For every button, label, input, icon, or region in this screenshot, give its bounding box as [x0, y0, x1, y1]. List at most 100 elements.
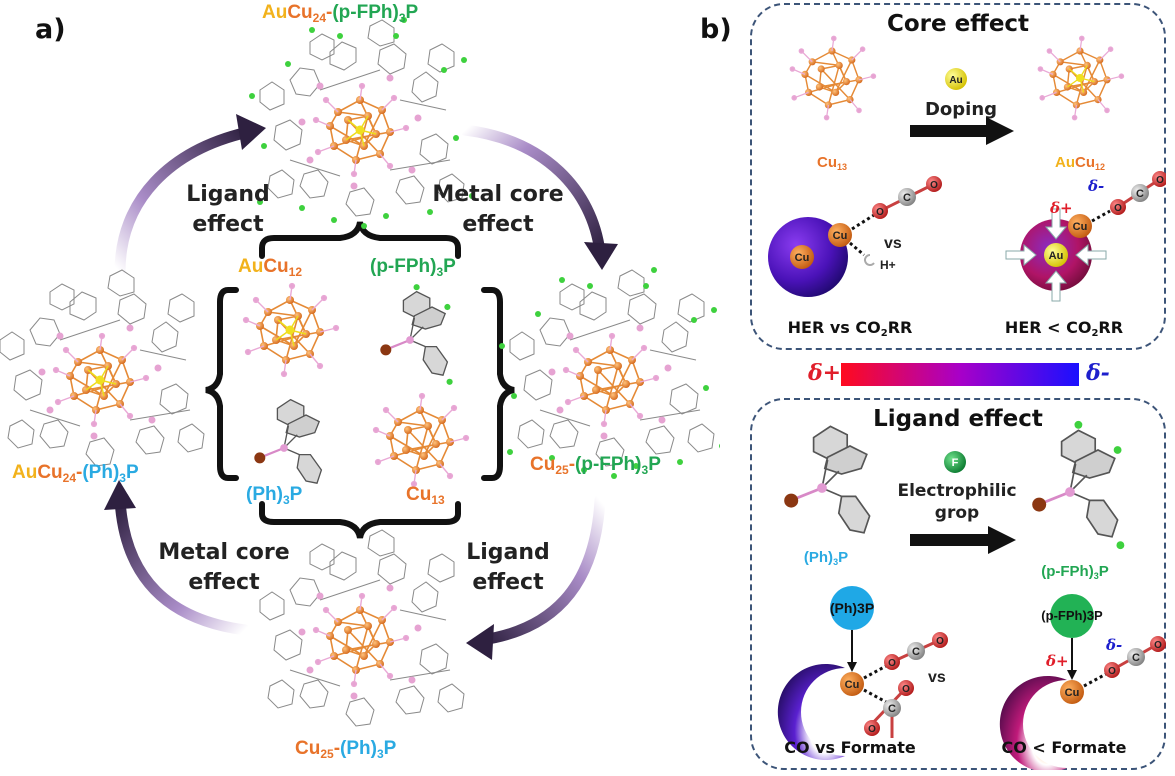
label-aucu24-ph3p: AuCu24-(Ph)3P	[12, 462, 139, 485]
svg-text:Cu: Cu	[1073, 221, 1088, 233]
pfph3p-label: (p-FPh)3P	[1041, 563, 1109, 581]
svg-text:Cu: Cu	[795, 252, 810, 264]
svg-text:O: O	[902, 684, 910, 695]
label-pfph3p-center: (p-FPh)3P	[370, 256, 456, 279]
svg-text:O: O	[936, 636, 944, 647]
vs-label-core: vs	[884, 235, 902, 252]
inner-cu-atom	[790, 245, 814, 269]
surface-cu-atom	[828, 223, 852, 247]
arrow-ligand-effect-top	[114, 126, 254, 278]
delta-plus-ligand: δ+	[1045, 652, 1069, 670]
arrow-head-bottom-left	[104, 480, 136, 510]
electrophilic-arrow	[910, 526, 1016, 554]
aucu12-label: AuCu12	[1055, 154, 1105, 172]
component-cu13	[372, 392, 470, 488]
crescent-right	[999, 676, 1067, 770]
cu-atom-left	[840, 672, 864, 696]
surface-cu-atom-right	[1068, 214, 1092, 238]
component-ph3p	[253, 398, 323, 485]
svg-text:Cu: Cu	[1065, 687, 1080, 699]
svg-text:O: O	[876, 207, 884, 218]
svg-text:C: C	[1132, 652, 1140, 664]
panel-b-label: b)	[700, 14, 732, 45]
svg-text:O: O	[1154, 640, 1162, 651]
svg-text:O: O	[1156, 175, 1164, 186]
arrow-head-bottom-right	[466, 624, 494, 660]
label-ph3p-center: (Ph)3P	[246, 484, 303, 507]
label-cu25-pfph3p: Cu25-(p-FPh)3P	[530, 454, 661, 477]
charge-scale-delta-minus: δ-	[1086, 360, 1110, 386]
ph3p-label: (Ph)3P	[804, 549, 848, 567]
electrophilic-label-1: Electrophilic	[897, 481, 1016, 501]
component-pfph3p	[379, 284, 453, 385]
au-dopant-text: Au	[949, 75, 962, 86]
doping-arrow	[910, 117, 1014, 145]
ligand-effect-box: Ligand effect	[750, 398, 1166, 770]
arrow-metal-core-top	[459, 124, 606, 258]
co2-left-o-bound: O C O	[884, 632, 948, 670]
svg-text:C: C	[888, 703, 896, 715]
delta-minus-ligand: δ-	[1105, 636, 1122, 654]
cluster-aucu12	[1037, 35, 1125, 121]
svg-text:Cu: Cu	[833, 230, 848, 242]
svg-text:C: C	[1136, 188, 1144, 200]
label-aucu12-center: AuCu12	[238, 256, 303, 279]
bracket-left	[205, 287, 239, 481]
svg-text:O: O	[868, 724, 876, 735]
charge-scale-delta-plus: δ+	[808, 360, 842, 386]
au-dopant-atom	[945, 68, 967, 90]
svg-text:O: O	[888, 658, 896, 669]
label-cu25-ph3p: Cu25-(Ph)3P	[295, 738, 397, 761]
label-cu13-center: Cu13	[406, 484, 445, 507]
co2-molecule-right: O C O	[1110, 171, 1166, 215]
svg-text:O: O	[1114, 203, 1122, 214]
electrophilic-label-2: grop	[935, 503, 979, 523]
arrow-metal-core-bottom	[114, 494, 251, 636]
ph3p-ball	[830, 586, 874, 630]
delta-plus-core: δ+	[1049, 199, 1073, 217]
caption-her-vs-co2rr: HER vs CO2RR	[787, 318, 913, 339]
svg-text:(Ph)3P: (Ph)3P	[830, 600, 874, 616]
proton-label: H+	[880, 258, 896, 272]
panel-a-label: a)	[35, 14, 66, 45]
caption-co-vs-formate: CO vs Formate	[784, 738, 916, 757]
charge-scale-bar	[841, 363, 1079, 386]
svg-text:(p-FPh)3P: (p-FPh)3P	[1041, 608, 1103, 623]
svg-text:O: O	[1108, 666, 1116, 677]
component-aucu12	[242, 282, 340, 378]
vs-label-ligand: vs	[928, 669, 946, 686]
co2-left-c-bound: O C O	[864, 680, 914, 738]
svg-text:C: C	[903, 192, 911, 204]
core-effect-box: Core effect	[750, 3, 1166, 350]
pfph3p-ball	[1050, 594, 1094, 638]
fluorine-substituent-atom	[944, 451, 966, 473]
panel-a-diagram	[0, 17, 720, 727]
co2-molecule-left: O C O	[872, 176, 942, 219]
cu13-label: Cu13	[817, 154, 847, 172]
svg-text:C: C	[912, 646, 920, 658]
co2-right-o-bound: O C O	[1104, 636, 1166, 678]
arrow-head-top-left	[236, 114, 266, 150]
ligand-effect-scheme: F Electrophilic grop (Ph)3P (p-FPh)3P (P…	[777, 420, 1166, 770]
svg-text:O: O	[930, 180, 938, 191]
bracket-top	[259, 221, 461, 259]
delta-minus-core: δ-	[1087, 177, 1104, 195]
svg-text:Au: Au	[1049, 250, 1064, 262]
compression-arrows	[1005, 208, 1107, 302]
arrow-ligand-effect-bottom	[476, 494, 606, 646]
cluster-cu25-pfph3p	[499, 267, 720, 479]
bracket-right	[481, 287, 515, 481]
ligand-effect-title: Ligand effect	[873, 406, 1043, 432]
bracket-bottom	[259, 501, 461, 539]
pfph3p-molecule	[1030, 420, 1125, 550]
cluster-aucu24-ph3p	[0, 269, 205, 467]
ph3p-molecule	[782, 424, 871, 535]
cu-atom-right	[1060, 680, 1084, 704]
core-effect-scheme: Au Doping Cu13 AuCu12 Cu Cu H+ vs O C O …	[768, 35, 1166, 302]
svg-text:F: F	[952, 457, 959, 469]
crescent-left	[777, 664, 845, 760]
